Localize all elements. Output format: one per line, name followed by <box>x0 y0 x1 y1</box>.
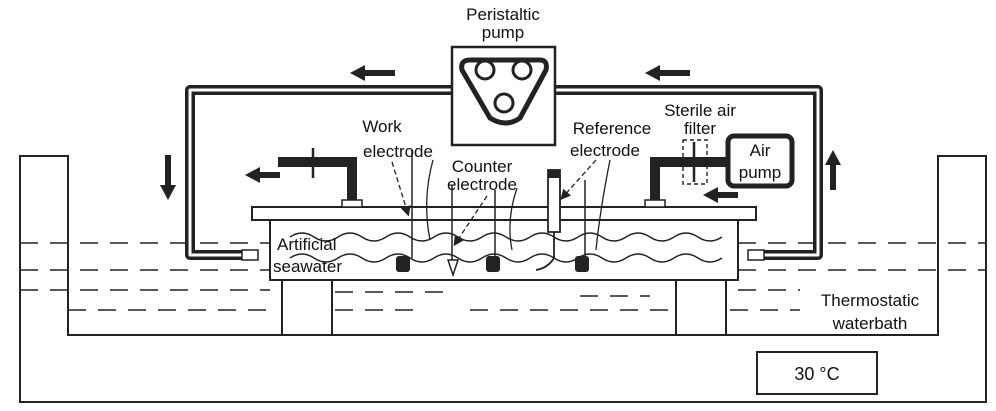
reference-electrode <box>547 169 561 233</box>
reactor-vessel <box>269 219 739 281</box>
air-pump-label-line1: Air <box>750 141 771 160</box>
air-pump-label-line2: pump <box>739 163 782 182</box>
counter-electrode-label-line2: electrode <box>447 175 517 194</box>
counter-electrode-label-line1: Counter <box>452 157 513 176</box>
waterbath-label-line2: waterbath <box>832 314 908 333</box>
seawater-label-line2: seawater <box>273 257 342 276</box>
counter-electrode-clip <box>486 256 500 272</box>
seawater-label-line1: Artificial <box>277 235 337 254</box>
right-stand <box>675 279 727 336</box>
electrodes <box>396 150 589 278</box>
outlet-pipe <box>278 157 357 205</box>
work-electrode-label-line2: electrode <box>363 142 433 161</box>
filter-label-line1: Sterile air <box>664 101 736 120</box>
waterbath-container <box>19 155 987 403</box>
air-pump-box <box>725 133 795 189</box>
pump-roller-2 <box>511 59 533 81</box>
pump-roller-3 <box>493 92 515 114</box>
waterbath-label-line1: Thermostatic <box>821 291 920 310</box>
pump-roller-1 <box>474 59 496 81</box>
reference-electrode-label-line2: electrode <box>570 141 640 160</box>
work-electrode-label-line1: Work <box>362 117 402 136</box>
reference-electrode-label-line1: Reference <box>573 119 651 138</box>
filter-label-line2: filter <box>684 119 716 138</box>
label-leaders <box>391 159 611 251</box>
bath-water-lines <box>20 242 986 311</box>
counter-electrode <box>446 259 460 278</box>
air-inlet-pipe <box>650 157 728 205</box>
work-electrode <box>396 256 410 272</box>
pump-label-line1: Peristaltic <box>466 5 540 24</box>
reactor-lid <box>251 206 757 221</box>
pump-label-line2: pump <box>482 23 525 42</box>
left-stand <box>281 279 333 336</box>
sterile-air-filter <box>682 139 708 185</box>
tube-connector-right <box>747 249 765 261</box>
seawater-waves <box>289 232 723 263</box>
flow-arrows <box>160 65 841 203</box>
temperature-value: 30 °C <box>794 364 839 384</box>
temperature-display <box>756 351 878 395</box>
tube-connector-left <box>241 249 259 261</box>
